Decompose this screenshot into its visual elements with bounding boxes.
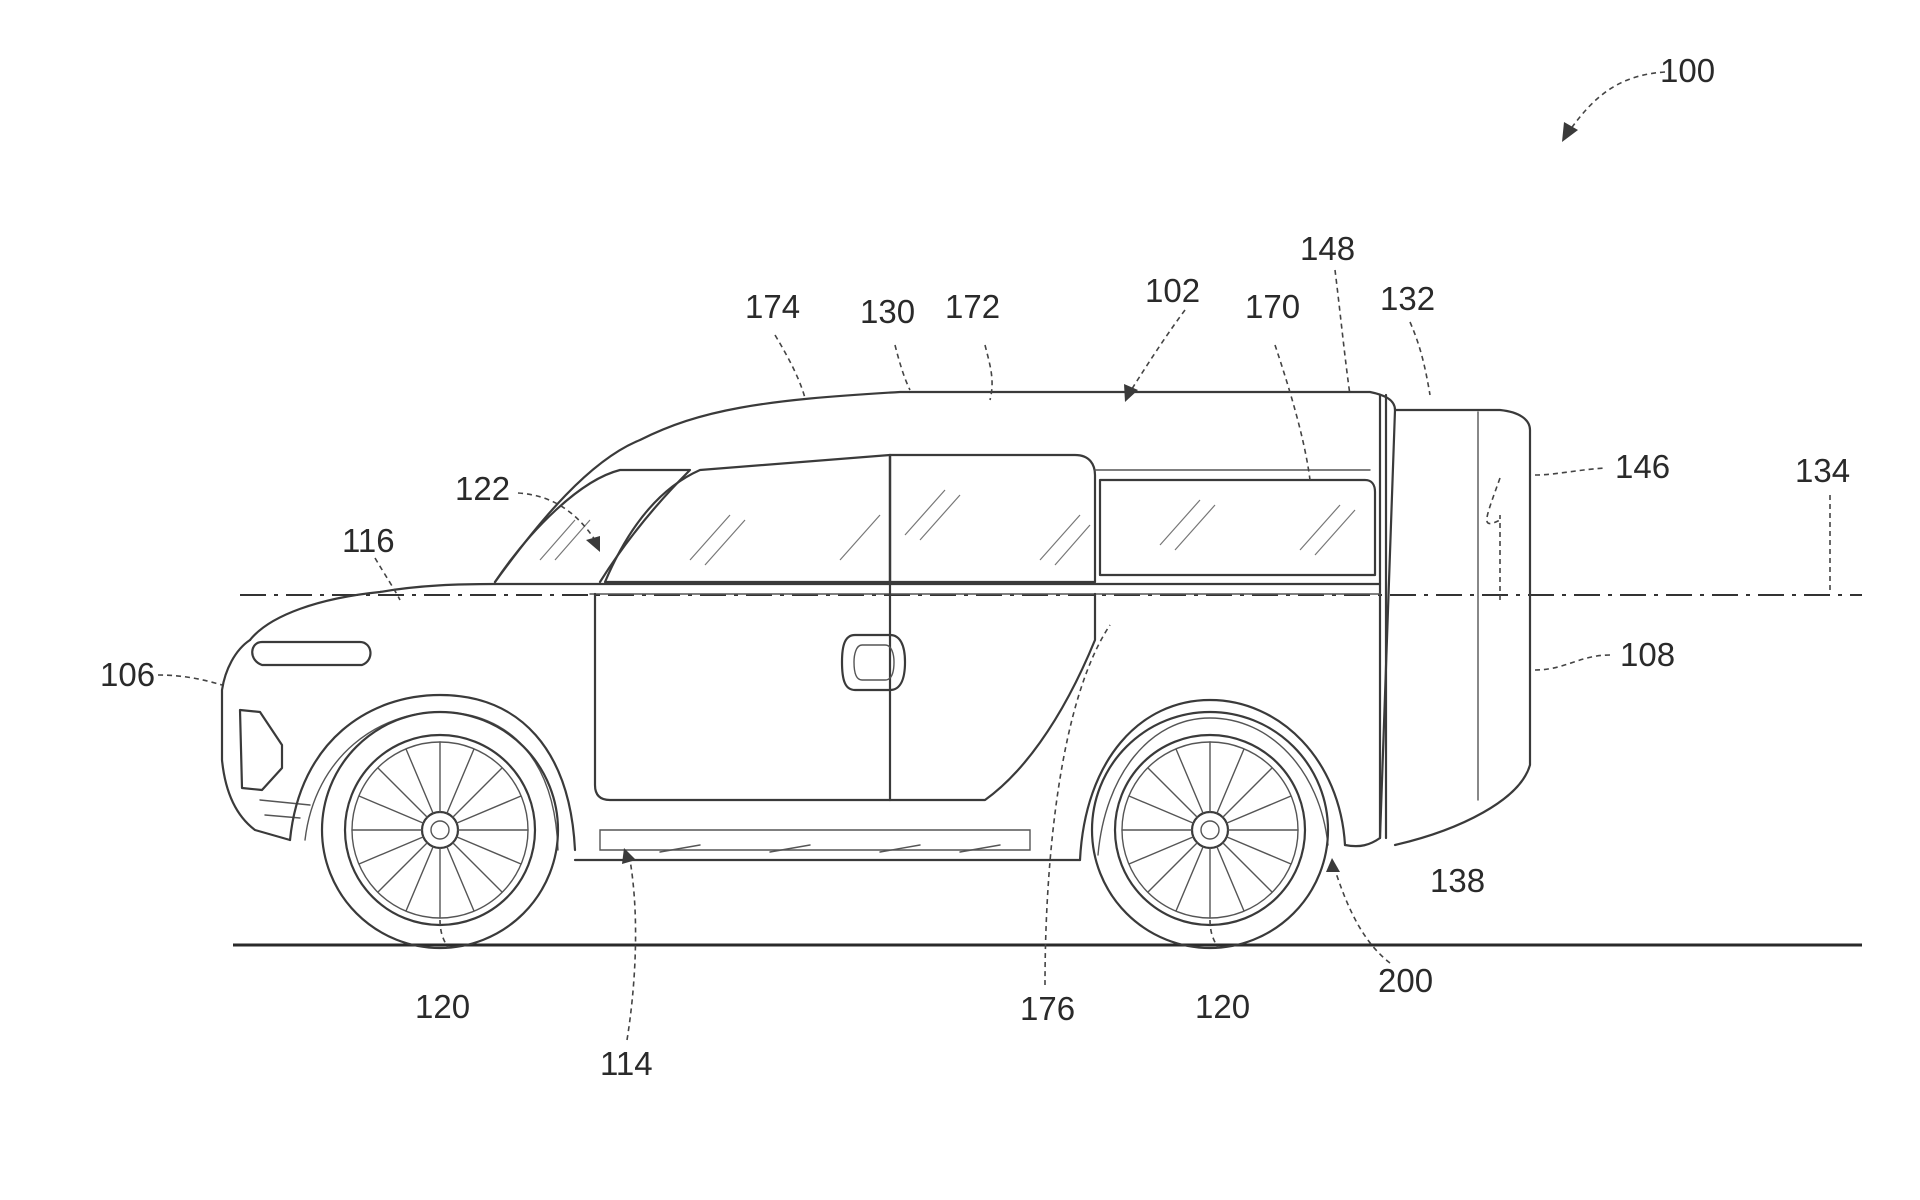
label-172: 172 — [945, 288, 1000, 325]
label-148: 148 — [1300, 230, 1355, 267]
label-102: 102 — [1145, 272, 1200, 309]
leader-lines — [157, 71, 1831, 1041]
label-108: 108 — [1620, 636, 1675, 673]
rear-wheel — [1090, 710, 1330, 950]
label-120-rear: 120 — [1195, 988, 1250, 1025]
label-122: 122 — [455, 470, 510, 507]
label-170: 170 — [1245, 288, 1300, 325]
label-100: 100 — [1660, 52, 1715, 89]
front-wheel — [320, 710, 560, 950]
label-114: 114 — [600, 1045, 653, 1082]
label-130: 130 — [860, 293, 915, 330]
reference-numerals: 100 102 106 108 114 116 120 120 122 130 … — [100, 52, 1850, 1082]
label-120-front: 120 — [415, 988, 470, 1025]
label-106: 106 — [100, 656, 155, 693]
label-138: 138 — [1430, 862, 1485, 899]
label-134: 134 — [1795, 452, 1850, 489]
label-200: 200 — [1378, 962, 1433, 999]
label-176: 176 — [1020, 990, 1075, 1027]
label-116: 116 — [342, 522, 395, 559]
label-146: 146 — [1615, 448, 1670, 485]
label-174: 174 — [745, 288, 800, 325]
vehicle-body — [220, 390, 1532, 862]
label-132: 132 — [1380, 280, 1435, 317]
